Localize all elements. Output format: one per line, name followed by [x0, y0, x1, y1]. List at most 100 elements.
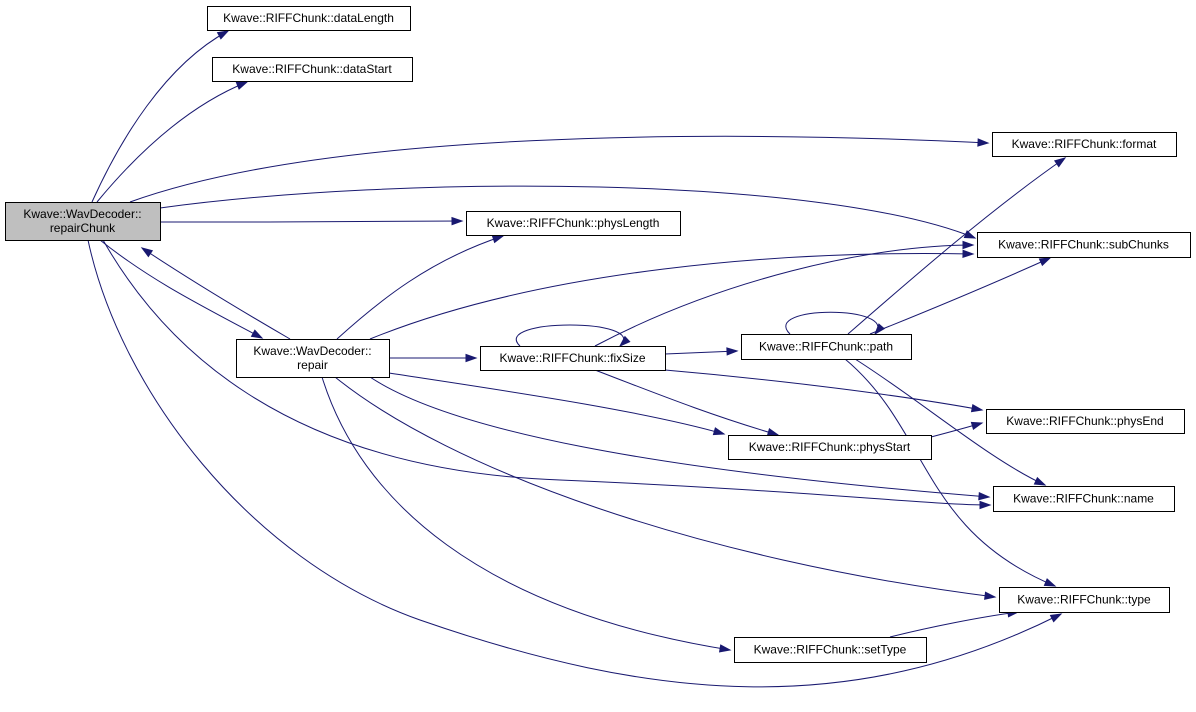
- edge-arrowhead: [984, 591, 997, 600]
- edge-arrowhead: [1053, 157, 1067, 168]
- node-box: [212, 57, 413, 82]
- edge-repair-to-setType: [321, 376, 732, 653]
- edge-setType-to-type: [889, 609, 1020, 638]
- node-box: [207, 6, 411, 31]
- edge-line: [129, 135, 989, 203]
- node-setType[interactable]: Kwave::RIFFChunk::setType: [734, 637, 927, 663]
- node-label: Kwave::RIFFChunk::type: [1017, 593, 1151, 607]
- node-path[interactable]: Kwave::RIFFChunk::path: [741, 334, 912, 360]
- edge-repair-to-subChunks: [369, 249, 975, 340]
- node-dataLength[interactable]: Kwave::RIFFChunk::dataLength: [207, 6, 411, 31]
- node-label: Kwave::RIFFChunk::path: [759, 340, 893, 354]
- edge-repair-to-physLength: [336, 235, 505, 340]
- edge-line: [336, 235, 504, 340]
- edge-line: [141, 247, 291, 340]
- edge-line: [869, 257, 1051, 335]
- edge-arrowhead: [250, 329, 264, 339]
- edge-arrowhead: [726, 347, 739, 356]
- edge-arrowhead: [718, 644, 732, 653]
- node-physLength[interactable]: Kwave::RIFFChunk::physLength: [466, 211, 681, 236]
- node-label: Kwave::RIFFChunk::name: [1013, 492, 1154, 506]
- edge-repairChunk-to-repair: [99, 239, 264, 339]
- edge-line: [91, 30, 229, 203]
- edge-path-to-name: [854, 358, 1047, 486]
- node-box: [734, 637, 927, 663]
- edge-arrowhead: [140, 247, 154, 258]
- edge-arrowhead: [979, 500, 992, 510]
- node-label: Kwave::RIFFChunk::physEnd: [1006, 414, 1163, 428]
- node-label: repair: [297, 358, 328, 372]
- edge-arrowhead: [451, 216, 464, 226]
- node-label: Kwave::RIFFChunk::physStart: [749, 440, 911, 454]
- node-box: [993, 486, 1175, 512]
- edge-repairChunk-to-dataStart: [96, 81, 249, 203]
- node-repair[interactable]: Kwave::WavDecoder::repair: [236, 339, 390, 378]
- edge-repairChunk-to-name: [102, 239, 992, 510]
- node-subChunks[interactable]: Kwave::RIFFChunk::subChunks: [977, 232, 1191, 258]
- edge-line: [847, 157, 1066, 335]
- edge-path-to-format: [847, 157, 1067, 335]
- node-label: Kwave::RIFFChunk::dataLength: [223, 11, 394, 25]
- node-label: Kwave::RIFFChunk::physLength: [487, 216, 660, 230]
- node-box: [986, 409, 1185, 434]
- edge-line: [594, 369, 779, 436]
- node-label: Kwave::RIFFChunk::dataStart: [232, 62, 392, 76]
- edge-fixSize-to-physEnd: [664, 369, 984, 413]
- edge-line: [102, 239, 991, 506]
- node-box: [5, 202, 161, 241]
- edge-arrowhead: [977, 138, 990, 147]
- edge-line: [334, 376, 996, 598]
- edge-repair-to-fixSize: [389, 353, 478, 363]
- edge-arrowhead: [962, 240, 975, 250]
- edge-arrowhead: [978, 491, 991, 501]
- edge-arrowhead: [963, 230, 977, 239]
- edge-arrowhead: [618, 335, 631, 348]
- edge-line: [594, 244, 974, 347]
- node-label: repairChunk: [50, 221, 116, 235]
- edge-path-to-subChunks: [869, 257, 1052, 335]
- edge-line: [664, 369, 983, 411]
- edge-line: [388, 372, 725, 435]
- edge-arrowhead: [1043, 578, 1057, 587]
- edge-arrowhead: [491, 235, 505, 244]
- edge-line: [369, 253, 974, 340]
- edge-line: [159, 220, 463, 223]
- node-repairChunk[interactable]: Kwave::WavDecoder::repairChunk: [5, 202, 161, 241]
- edge-arrowhead: [235, 81, 249, 90]
- node-physEnd[interactable]: Kwave::RIFFChunk::physEnd: [986, 409, 1185, 434]
- node-label: Kwave::RIFFChunk::fixSize: [499, 351, 645, 365]
- edge-repair-to-type: [334, 376, 997, 600]
- node-box: [977, 232, 1191, 258]
- node-label: Kwave::RIFFChunk::setType: [754, 643, 907, 657]
- node-box: [741, 334, 912, 360]
- edge-line: [159, 185, 976, 239]
- edge-repair-to-repairChunk: [140, 247, 291, 340]
- node-dataStart[interactable]: Kwave::RIFFChunk::dataStart: [212, 57, 413, 82]
- node-format[interactable]: Kwave::RIFFChunk::format: [992, 132, 1177, 157]
- edge-line: [516, 324, 624, 347]
- edge-arrowhead: [970, 421, 984, 430]
- edge-arrowhead: [962, 249, 975, 258]
- node-label: Kwave::WavDecoder::: [23, 207, 141, 221]
- edge-repairChunk-to-type: [87, 239, 1063, 688]
- node-box: [992, 132, 1177, 157]
- node-box: [999, 587, 1170, 613]
- edge-repairChunk-to-physLength: [159, 216, 464, 226]
- node-type[interactable]: Kwave::RIFFChunk::type: [999, 587, 1170, 613]
- edge-line: [99, 239, 263, 339]
- edge-line: [664, 350, 738, 355]
- nodes-layer: Kwave::WavDecoder::repairChunkKwave::RIF…: [5, 6, 1191, 663]
- edge-arrowhead: [970, 403, 984, 413]
- edge-line: [854, 358, 1046, 486]
- node-fixSize[interactable]: Kwave::RIFFChunk::fixSize: [480, 346, 666, 371]
- edge-fixSize-to-physStart: [594, 369, 780, 437]
- edge-path-to-type: [844, 358, 1057, 587]
- node-label: Kwave::RIFFChunk::format: [1012, 137, 1157, 151]
- edge-arrowhead: [1038, 257, 1052, 267]
- node-box: [480, 346, 666, 371]
- edge-arrowhead: [1033, 476, 1047, 486]
- node-name[interactable]: Kwave::RIFFChunk::name: [993, 486, 1175, 512]
- node-box: [466, 211, 681, 236]
- node-physStart[interactable]: Kwave::RIFFChunk::physStart: [728, 435, 932, 460]
